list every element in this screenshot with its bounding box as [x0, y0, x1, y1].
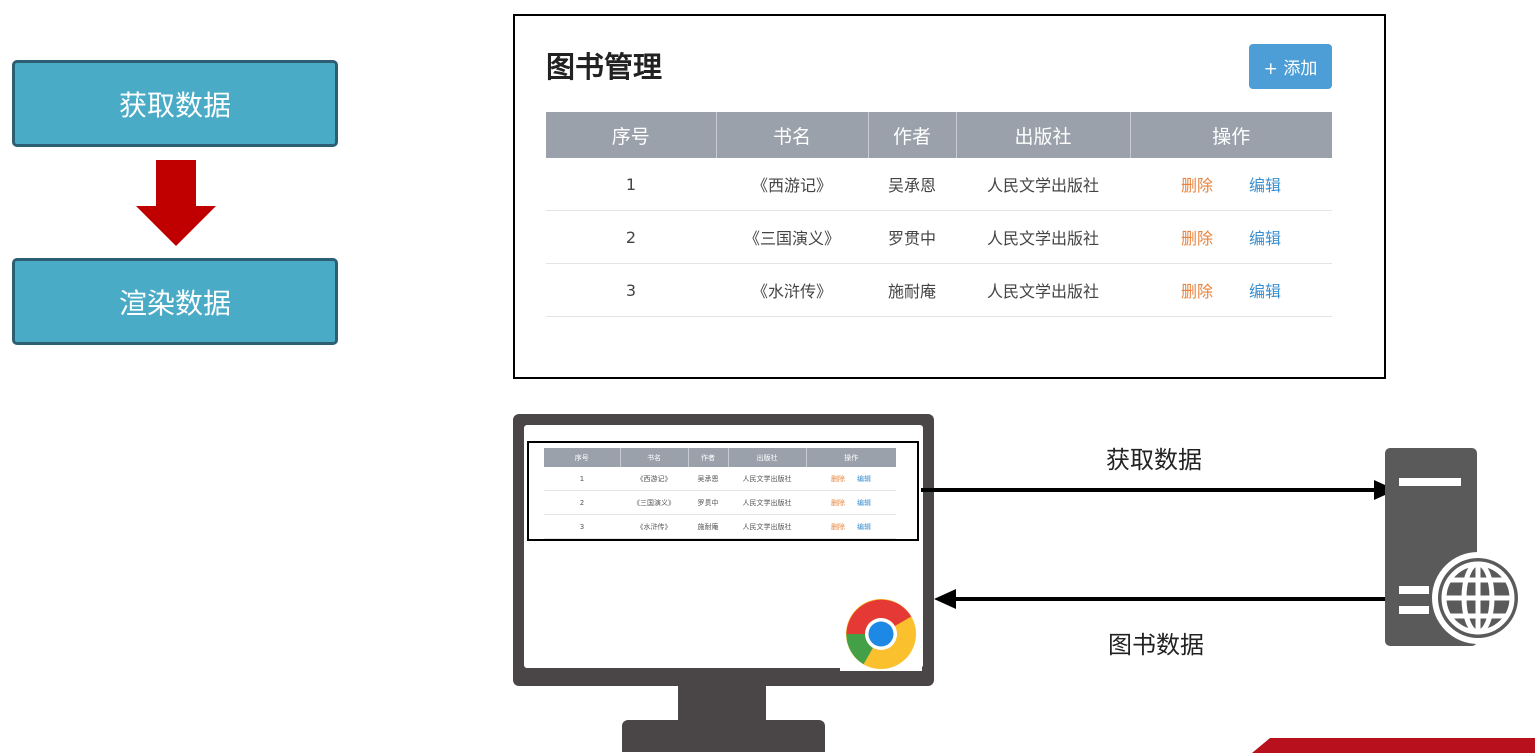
- flow-step-fetch-label: 获取数据: [118, 88, 231, 122]
- column-header-author: 作者: [688, 448, 729, 467]
- cell-actions: 删除 编辑: [1130, 263, 1332, 317]
- monitor-screen: 序号 书名 作者 出版社 操作 1 《西游记》 吴承恩 人民文学出版社 删除编辑: [524, 425, 923, 668]
- delete-link[interactable]: 删除: [1180, 282, 1213, 301]
- cell-no: 2: [546, 210, 716, 264]
- cell-author: 吴承恩: [688, 467, 728, 491]
- cell-author: 罗贯中: [868, 210, 956, 264]
- column-header-no: 序号: [544, 448, 621, 467]
- table-header-row: 序号 书名 作者 出版社 操作: [544, 448, 896, 467]
- cell-publisher: 人民文学出版社: [956, 158, 1130, 211]
- edit-link: 编辑: [857, 498, 871, 507]
- delete-link[interactable]: 删除: [1180, 229, 1213, 248]
- cell-actions: 删除 编辑: [806, 490, 896, 515]
- delete-link: 删除: [831, 498, 845, 507]
- flow-step-render: 渲染数据: [12, 258, 338, 345]
- table-row: 1 《西游记》 吴承恩 人民文学出版社 删除 编辑: [544, 467, 896, 491]
- cell-no: 3: [546, 263, 716, 317]
- edit-link[interactable]: 编辑: [1249, 229, 1282, 248]
- cell-actions: 删除 编辑: [806, 514, 896, 539]
- mini-book-table: 序号 书名 作者 出版社 操作 1 《西游记》 吴承恩 人民文学出版社 删除编辑: [544, 448, 896, 539]
- column-header-publisher: 出版社: [728, 448, 807, 467]
- cell-no: 2: [544, 490, 620, 515]
- delete-link[interactable]: 删除: [1180, 176, 1213, 195]
- cell-actions: 删除 编辑: [1130, 158, 1332, 211]
- cell-title: 《三国演义》: [716, 210, 868, 264]
- column-header-actions: 操作: [806, 448, 896, 467]
- edit-link: 编辑: [857, 522, 871, 531]
- cell-title: 《水浒传》: [716, 263, 868, 317]
- mini-book-table-frame: 序号 书名 作者 出版社 操作 1 《西游记》 吴承恩 人民文学出版社 删除编辑: [527, 441, 919, 541]
- cell-actions: 删除 编辑: [806, 467, 896, 491]
- cell-title: 《西游记》: [620, 467, 688, 491]
- down-arrow-icon: [136, 160, 216, 246]
- edit-link: 编辑: [857, 474, 871, 483]
- cell-author: 吴承恩: [868, 158, 956, 211]
- column-header-publisher: 出版社: [956, 112, 1131, 158]
- delete-link: 删除: [831, 522, 845, 531]
- cell-publisher: 人民文学出版社: [956, 263, 1130, 317]
- book-management-panel: 图书管理 + 添加 序号 书名 作者 出版社 操作 1 《西游记》 吴承恩 人民…: [513, 14, 1386, 379]
- cell-author: 施耐庵: [868, 263, 956, 317]
- cell-title: 《水浒传》: [620, 514, 688, 539]
- edit-link[interactable]: 编辑: [1249, 176, 1282, 195]
- table-row: 1 《西游记》 吴承恩 人民文学出版社 删除 编辑: [546, 158, 1332, 211]
- column-header-author: 作者: [868, 112, 957, 158]
- chrome-icon: [840, 597, 922, 671]
- page-title: 图书管理: [546, 50, 663, 84]
- cell-publisher: 人民文学出版社: [728, 514, 806, 539]
- column-header-title: 书名: [620, 448, 689, 467]
- column-header-actions: 操作: [1130, 112, 1332, 158]
- cell-no: 1: [546, 158, 716, 211]
- cell-no: 1: [544, 467, 620, 491]
- flow-step-fetch: 获取数据: [12, 60, 338, 147]
- cell-author: 施耐庵: [688, 514, 728, 539]
- corner-banner: [1252, 738, 1535, 753]
- column-header-no: 序号: [546, 112, 717, 158]
- cell-publisher: 人民文学出版社: [956, 210, 1130, 264]
- table-row: 2 《三国演义》 罗贯中 人民文学出版社 删除 编辑: [544, 490, 896, 515]
- add-book-button[interactable]: + 添加: [1249, 44, 1332, 89]
- edit-link[interactable]: 编辑: [1249, 282, 1282, 301]
- cell-author: 罗贯中: [688, 490, 728, 515]
- monitor-stand: [622, 720, 825, 752]
- request-arrow: [921, 480, 1396, 500]
- request-label: 获取数据: [1106, 446, 1202, 474]
- column-header-title: 书名: [716, 112, 869, 158]
- table-header-row: 序号 书名 作者 出版社 操作: [546, 112, 1332, 158]
- cell-no: 3: [544, 514, 620, 539]
- delete-link: 删除: [831, 474, 845, 483]
- response-arrow: [934, 589, 1396, 609]
- server-globe-icon: [1385, 448, 1524, 646]
- cell-publisher: 人民文学出版社: [728, 490, 806, 515]
- cell-title: 《西游记》: [716, 158, 868, 211]
- table-row: 2 《三国演义》 罗贯中 人民文学出版社 删除 编辑: [546, 210, 1332, 264]
- book-table: 序号 书名 作者 出版社 操作 1 《西游记》 吴承恩 人民文学出版社 删除编辑…: [546, 112, 1332, 317]
- cell-actions: 删除 编辑: [1130, 210, 1332, 264]
- response-label: 图书数据: [1108, 631, 1204, 659]
- cell-publisher: 人民文学出版社: [728, 467, 806, 491]
- table-row: 3 《水浒传》 施耐庵 人民文学出版社 删除 编辑: [544, 514, 896, 539]
- cell-title: 《三国演义》: [620, 490, 688, 515]
- table-row: 3 《水浒传》 施耐庵 人民文学出版社 删除 编辑: [546, 263, 1332, 317]
- flow-step-render-label: 渲染数据: [118, 286, 231, 320]
